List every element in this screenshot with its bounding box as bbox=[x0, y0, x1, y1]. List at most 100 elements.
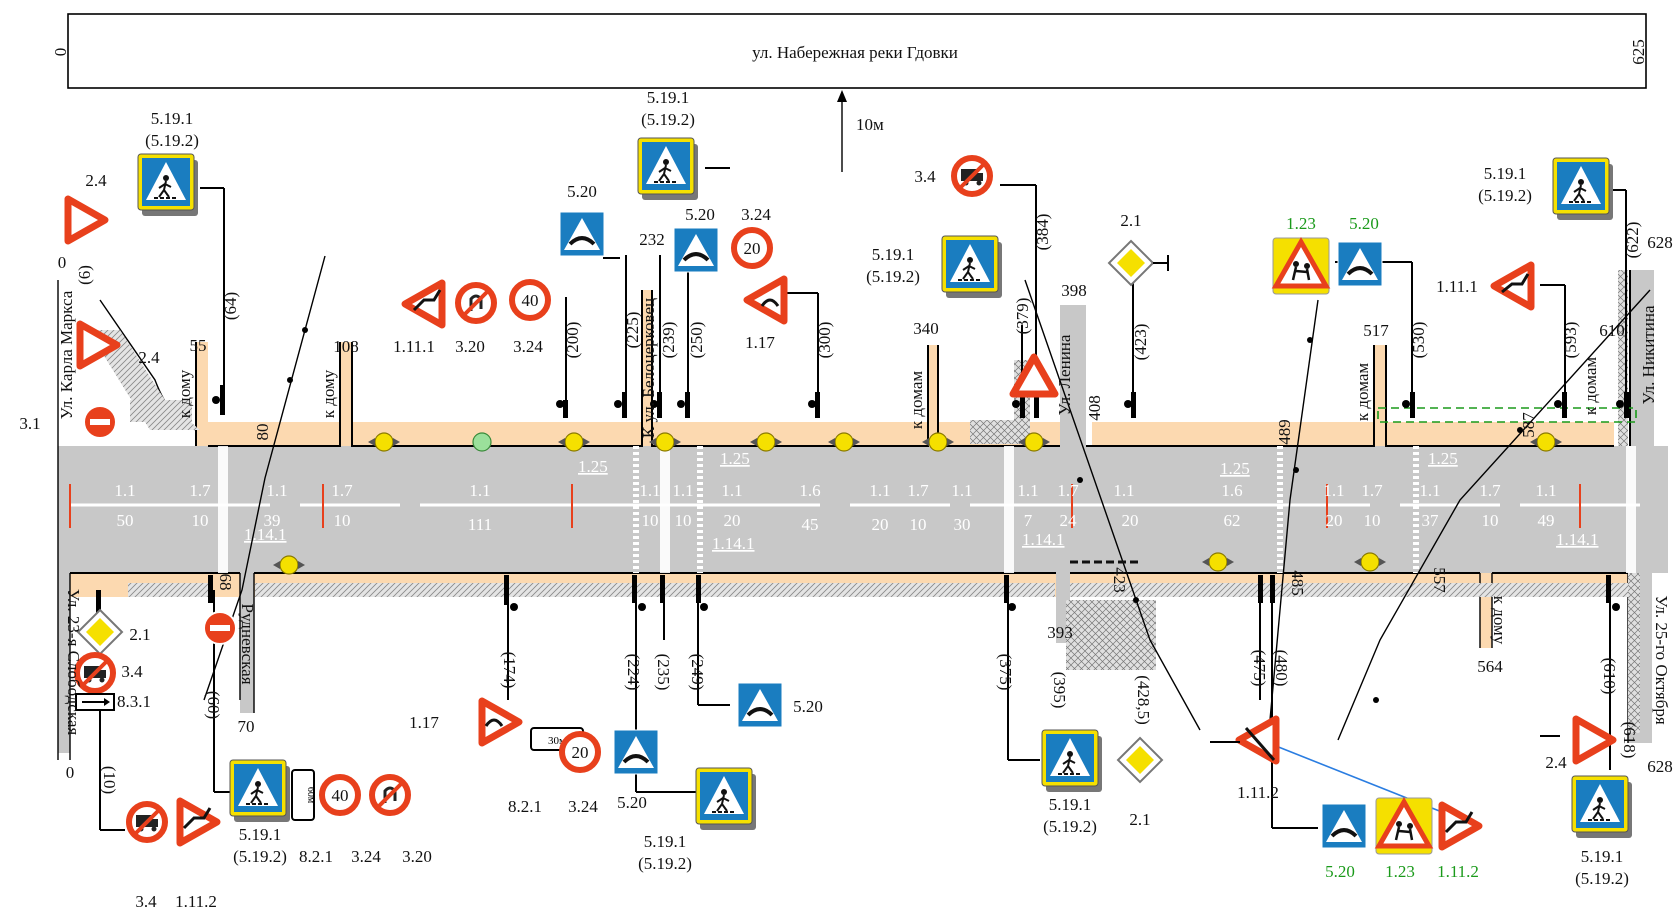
marking-a4-len: 10 bbox=[334, 511, 351, 530]
sign-label-new: 1.23 bbox=[1286, 214, 1316, 233]
station-top: 80 bbox=[253, 424, 272, 441]
station-bottom: (174) bbox=[500, 652, 519, 689]
sign-label: 3.1 bbox=[19, 414, 40, 433]
marking-c3: 1.14.1 bbox=[1022, 530, 1065, 549]
marking-a9-len: 45 bbox=[802, 515, 819, 534]
sign-label: 5.19.1 bbox=[1581, 847, 1624, 866]
station-top: 610 bbox=[1599, 321, 1625, 340]
sign-label: 3.24 bbox=[741, 205, 771, 224]
station-bottom: 0 bbox=[66, 763, 75, 782]
marking-a16: 1.6 bbox=[1221, 481, 1242, 500]
marking-a20-len: 10 bbox=[1482, 511, 1499, 530]
sign-label: 5.20 bbox=[617, 793, 647, 812]
station-top: 517 bbox=[1363, 321, 1389, 340]
marking-a19-len: 37 bbox=[1422, 511, 1440, 530]
speed-limit-value: 40 bbox=[522, 291, 539, 310]
station-top: 55 bbox=[190, 336, 207, 355]
main-road-sign-icon bbox=[1108, 240, 1154, 286]
marking-a18: 1.7 bbox=[1361, 481, 1383, 500]
marking-a5-len: 111 bbox=[468, 515, 492, 534]
station-top: (64) bbox=[221, 292, 240, 320]
station-top: (250) bbox=[687, 322, 706, 359]
station-bottom: (480) bbox=[1272, 650, 1291, 687]
marking-a7-len: 10 bbox=[675, 511, 692, 530]
station-top: 408 bbox=[1085, 395, 1104, 421]
side-access-label: к дому bbox=[1490, 596, 1509, 645]
station-bottom: (395) bbox=[1050, 672, 1069, 709]
sign-label: 3.24 bbox=[351, 847, 381, 866]
marking-a14-len: 24 bbox=[1060, 511, 1078, 530]
station-bottom: (235) bbox=[654, 654, 673, 691]
station-top: 0 bbox=[58, 253, 67, 272]
sign-label: 2.4 bbox=[85, 171, 107, 190]
sign-label: 3.4 bbox=[121, 662, 143, 681]
marking-a1-len: 50 bbox=[117, 511, 134, 530]
side-access-label: к дому bbox=[319, 369, 338, 418]
street-name-belotserkovets: К ул. Белоцерковец bbox=[639, 298, 658, 438]
sign-label-new: 5.20 bbox=[1349, 214, 1379, 233]
crosswalk-sign-icon bbox=[637, 137, 699, 201]
station-top: 628 bbox=[1647, 233, 1673, 252]
sign-label: 3.4 bbox=[135, 892, 157, 911]
sign-label: (5.19.2) bbox=[638, 854, 692, 873]
station-top: (200) bbox=[563, 322, 582, 359]
crosswalk-sign-icon bbox=[229, 759, 291, 823]
yield-sign-2-4-icon bbox=[1576, 719, 1613, 761]
marking-a17-len: 20 bbox=[1326, 511, 1343, 530]
speed-bump-sign-icon bbox=[558, 210, 606, 258]
sign-label: (5.19.2) bbox=[1478, 186, 1532, 205]
sign-label: 1.11.1 bbox=[1436, 277, 1478, 296]
marking-a10-len: 20 bbox=[872, 515, 889, 534]
sign-label: 3.24 bbox=[513, 337, 543, 356]
main-road-sign-icon bbox=[1117, 737, 1163, 783]
yield-sign-2-4-icon bbox=[68, 199, 105, 241]
marking-a12-len: 30 bbox=[954, 515, 971, 534]
marking-a10: 1.1 bbox=[869, 481, 890, 500]
speed-bump-sign-icon bbox=[612, 728, 660, 776]
station-bottom: (375) bbox=[996, 654, 1015, 691]
sign-label: (5.19.2) bbox=[1575, 869, 1629, 888]
bump-warning-sign-icon bbox=[482, 701, 519, 743]
street-name-rudnevskaya: Рудневская bbox=[238, 603, 257, 684]
sign-label: 8.2.1 bbox=[508, 797, 542, 816]
marking-a18-len: 10 bbox=[1364, 511, 1381, 530]
marking-a4: 1.7 bbox=[331, 481, 353, 500]
sign-label: 2.4 bbox=[1545, 753, 1567, 772]
crosswalk-sign-icon bbox=[941, 235, 1003, 299]
green-signal-icon bbox=[472, 432, 492, 452]
marking-a15: 1.1 bbox=[1113, 481, 1134, 500]
sign-label: (5.19.2) bbox=[866, 267, 920, 286]
street-name-lenina: Ул. Ленина bbox=[1055, 334, 1074, 415]
marking-c1: 1.14.1 bbox=[244, 525, 287, 544]
station-bottom: (610) bbox=[1600, 658, 1619, 695]
sign-label: 2.1 bbox=[1129, 810, 1150, 829]
sign-label: 5.20 bbox=[567, 182, 597, 201]
sign-label: 5.20 bbox=[685, 205, 715, 224]
sign-label: 8.3.1 bbox=[117, 692, 151, 711]
station-bottom: (618) bbox=[1620, 722, 1639, 759]
station-top: 232 bbox=[639, 230, 665, 249]
speed-bump-sign-icon bbox=[736, 681, 784, 729]
street-name-nikitina: Ул. Никитина bbox=[1639, 305, 1658, 404]
marking-a20: 1.7 bbox=[1479, 481, 1501, 500]
marking-z2: 1.25 bbox=[720, 449, 750, 468]
crosswalk-sign-icon bbox=[1571, 775, 1633, 839]
street-name-23-slobodskaya: Ул. 23-я Слободская bbox=[64, 589, 83, 736]
marking-c4: 1.14.1 bbox=[1556, 530, 1599, 549]
speed-limit-value: 20 bbox=[744, 239, 761, 258]
speed-limit-value: 40 bbox=[332, 786, 349, 805]
station-bottom: 393 bbox=[1047, 623, 1073, 642]
street-name-25-oktyabrya: Ул. 25-го Октября bbox=[1652, 595, 1671, 725]
station-top: (379) bbox=[1013, 298, 1032, 335]
speed-bump-sign-icon bbox=[1336, 240, 1384, 288]
sign-label: 2.1 bbox=[1120, 211, 1141, 230]
station-top: (423) bbox=[1131, 324, 1150, 361]
station-top: 340 bbox=[913, 319, 939, 338]
crosswalk-sign-icon bbox=[1041, 729, 1103, 793]
marking-z3: 1.25 bbox=[1220, 459, 1250, 478]
sign-label: 5.19.1 bbox=[872, 245, 915, 264]
station-bottom: 564 bbox=[1477, 657, 1503, 676]
speed-bump-sign-icon bbox=[672, 226, 720, 274]
marking-a6-len: 10 bbox=[642, 511, 659, 530]
station-top: (6) bbox=[75, 265, 94, 285]
